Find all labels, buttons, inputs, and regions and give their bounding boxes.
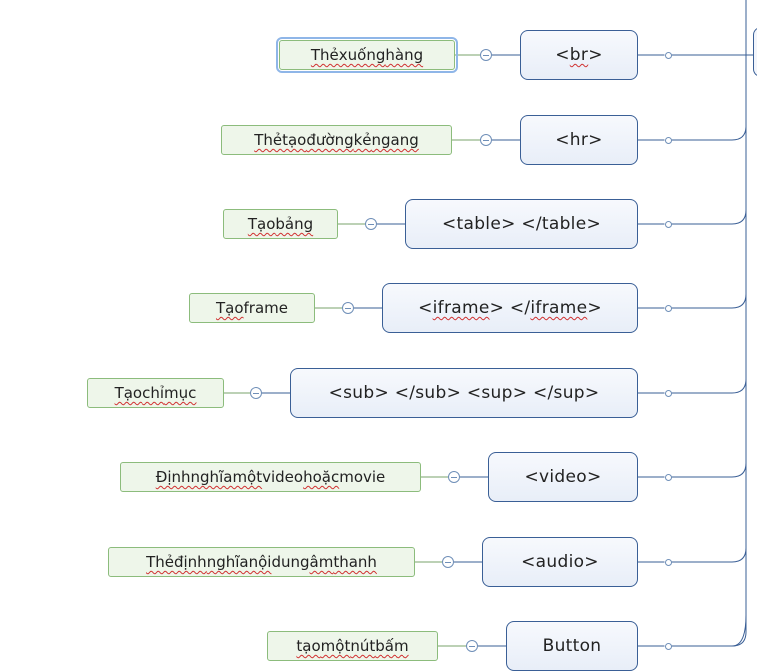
text-segment: <sub> </sub> <sup> </sup> xyxy=(328,383,600,403)
misspelled-word: Định xyxy=(155,468,191,486)
tag-node[interactable]: <sub> </sub> <sup> </sup> xyxy=(290,368,638,418)
trunk-branch xyxy=(671,209,747,225)
description-node[interactable]: Tạo bảng xyxy=(223,209,338,239)
text-segment: movie xyxy=(339,468,386,486)
misspelled-word: nghĩa xyxy=(206,553,249,571)
description-node[interactable]: Định nghĩa một video hoặc movie xyxy=(120,462,421,492)
misspelled-word: Thẻ xyxy=(146,553,174,571)
collapse-button-icon[interactable] xyxy=(442,556,454,568)
node-port-icon[interactable] xyxy=(664,642,672,650)
misspelled-word: bảng xyxy=(275,215,314,233)
description-node[interactable]: Thẻ tạo đường kẻ ngang xyxy=(221,125,452,155)
tag-node[interactable]: <audio> xyxy=(482,537,638,587)
misspelled-word: hàng xyxy=(385,46,424,64)
misspelled-word: iframe xyxy=(530,298,588,318)
collapse-button-icon[interactable] xyxy=(480,49,492,61)
text-segment: dung xyxy=(271,553,310,571)
misspelled-word: thanh xyxy=(333,553,377,571)
node-port-icon[interactable] xyxy=(664,473,672,481)
trunk-branch xyxy=(671,378,747,394)
description-node[interactable]: Tạo frame xyxy=(189,293,315,323)
text-segment: < xyxy=(418,298,433,318)
trunk-branch xyxy=(671,631,747,647)
misspelled-word: định xyxy=(173,553,207,571)
misspelled-word: nghĩa xyxy=(190,468,233,486)
node-port-icon[interactable] xyxy=(664,220,672,228)
text-segment: <hr> xyxy=(555,130,603,150)
misspelled-word: iframe xyxy=(432,298,490,318)
text-segment: Button xyxy=(542,636,602,656)
text-segment: > </ xyxy=(489,298,531,318)
collapse-button-icon[interactable] xyxy=(365,218,377,230)
trunk-branch xyxy=(671,547,747,563)
misspelled-word: nút xyxy=(350,637,376,655)
tag-node[interactable]: Button xyxy=(506,621,638,671)
description-node[interactable]: tạo một nút bấm xyxy=(267,631,438,661)
misspelled-word: âm xyxy=(309,553,334,571)
description-node[interactable]: Thẻ xuống hàng xyxy=(276,37,458,73)
misspelled-word: tạo xyxy=(296,637,321,655)
misspelled-word: bấm xyxy=(375,637,409,655)
node-port-icon[interactable] xyxy=(664,304,672,312)
text-segment: <audio> xyxy=(521,552,599,572)
misspelled-word: hoặc xyxy=(303,468,340,486)
tag-node[interactable]: <iframe> </iframe> xyxy=(382,283,638,333)
description-node[interactable]: Tạo chỉ mục xyxy=(87,378,224,408)
misspelled-word: một xyxy=(232,468,263,486)
node-port-icon[interactable] xyxy=(664,389,672,397)
trunk-branch xyxy=(671,125,747,141)
misspelled-word: kẻ xyxy=(353,131,372,149)
misspelled-word: ngang xyxy=(371,131,419,149)
text-segment: <video> xyxy=(524,467,602,487)
text-segment: <table> </table> xyxy=(441,214,602,234)
text-segment: frame xyxy=(243,299,289,317)
misspelled-word: chỉ xyxy=(142,384,165,402)
misspelled-word: mục xyxy=(164,384,197,402)
misspelled-word: Tạo xyxy=(215,299,244,317)
collapse-button-icon[interactable] xyxy=(466,640,478,652)
tag-node[interactable]: <br> xyxy=(520,30,638,80)
misspelled-word: Thẻ xyxy=(254,131,283,149)
description-node[interactable]: Thẻ định nghĩa nội dung âm thanh xyxy=(108,547,415,577)
tag-node[interactable]: <video> xyxy=(488,452,638,502)
misspelled-word: nội xyxy=(248,553,272,571)
text-segment: > xyxy=(587,298,602,318)
collapse-button-icon[interactable] xyxy=(250,387,262,399)
collapse-button-icon[interactable] xyxy=(480,134,492,146)
node-port-icon[interactable] xyxy=(664,136,672,144)
misspelled-word: đường xyxy=(306,131,354,149)
misspelled-word: xuống xyxy=(338,46,386,64)
misspelled-word: br xyxy=(569,45,589,65)
text-segment: > xyxy=(588,45,603,65)
root-node-edge[interactable] xyxy=(753,27,757,77)
misspelled-word: Tạo xyxy=(247,215,276,233)
misspelled-word: tạo xyxy=(282,131,307,149)
misspelled-word: Thẻ xyxy=(310,46,339,64)
trunk-branch xyxy=(671,462,747,478)
node-port-icon[interactable] xyxy=(664,558,672,566)
text-segment: video xyxy=(262,468,304,486)
tag-node[interactable]: <table> </table> xyxy=(405,199,638,249)
node-port-icon[interactable] xyxy=(664,51,672,59)
misspelled-word: một xyxy=(320,637,351,655)
trunk-branch xyxy=(671,293,747,309)
collapse-button-icon[interactable] xyxy=(448,471,460,483)
tag-node[interactable]: <hr> xyxy=(520,115,638,165)
collapse-button-icon[interactable] xyxy=(342,302,354,314)
trunk-tail xyxy=(731,614,747,647)
misspelled-word: Tạo xyxy=(114,384,143,402)
text-segment: < xyxy=(555,45,570,65)
